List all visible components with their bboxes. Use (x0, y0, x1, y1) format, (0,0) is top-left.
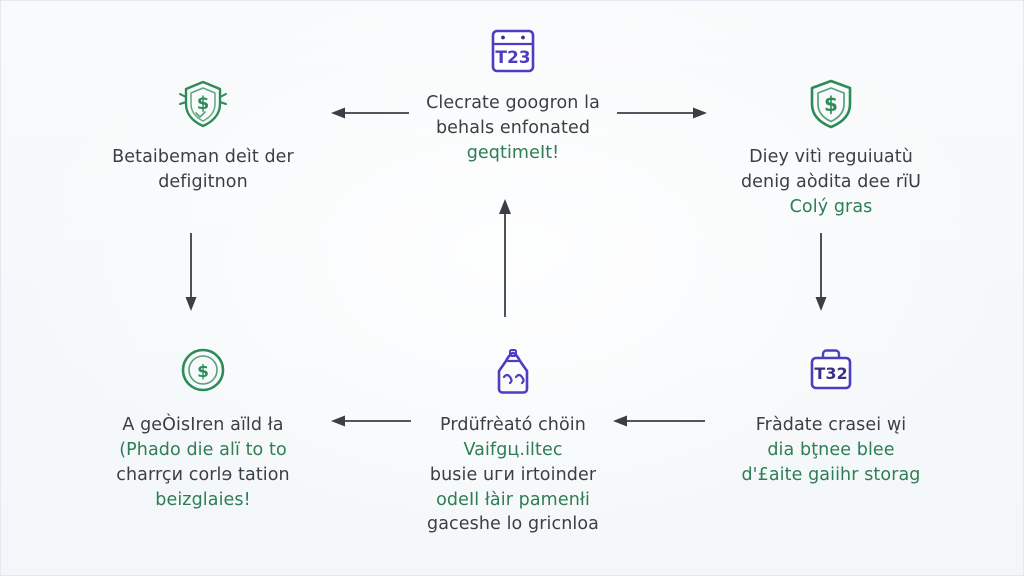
caption-line: Diey vitì reguiuatù (749, 147, 913, 167)
caption-line: A geÒisIren aïld ła (122, 415, 284, 435)
svg-text:$: $ (197, 362, 209, 382)
node-bottom-right[interactable]: T32 Fràdate crasei w̨i dia bţnеe blee d'… (681, 341, 981, 488)
node-bottom-right-caption: Fràdate crasei w̨i dia bţnеe blee d'£ait… (681, 413, 981, 488)
arrow-bottom-right-to-bottom-center (613, 413, 705, 429)
arrow-top-left-to-bottom-left (183, 233, 199, 311)
node-top-left-caption: Betaibeman deìt der defigitnon (53, 145, 353, 195)
coin-dollar-icon: $ (53, 341, 353, 403)
caption-line: d'£aitе gaiihr storag (741, 464, 921, 485)
briefcase-icon: T32 (681, 341, 981, 403)
caption-line: denig aòdita dee rïU (740, 171, 922, 192)
briefcase-icon-label: T32 (814, 364, 847, 383)
arrow-top-center-to-top-left (331, 105, 409, 121)
node-bottom-center[interactable]: Prdüfrèató chöin Vaifgц.iltec busie uги … (363, 341, 663, 537)
calendar-icon-label: T23 (495, 48, 530, 68)
node-bottom-center-caption: Prdüfrèató chöin Vaifgц.iltec busie uги … (363, 413, 663, 537)
caption-line: behals enfonated (435, 117, 591, 138)
caption-line: Prdüfrèató chöin (440, 415, 586, 435)
arrow-top-right-to-bottom-right (813, 233, 829, 311)
caption-line: beizglaies! (155, 489, 251, 510)
node-top-center-caption: Clecrate googron la behals enfonated geq… (363, 91, 663, 166)
caption-line: Colý gras (789, 196, 873, 217)
node-bottom-left[interactable]: $ A geÒisIren aïld ła (Phado die alï to … (53, 341, 353, 512)
caption-line: Betaibeman deìt der (112, 147, 294, 167)
shield-dollar-icon: $ (53, 73, 353, 135)
calendar-icon: T23 (363, 19, 663, 81)
svg-text:$: $ (824, 92, 838, 116)
arrow-top-center-to-top-right (617, 105, 707, 121)
caption-line: busie uги irtoinder (429, 464, 597, 485)
shield-dollar-icon: $ (681, 73, 981, 135)
node-top-left[interactable]: $ Betaibeman deìt der defigitnon (53, 73, 353, 195)
caption-line: geqtimeIt! (466, 142, 560, 163)
node-bottom-left-caption: A geÒisIren aïld ła (Phado die alï to to… (53, 413, 353, 512)
caption-line: charrçи corlɘ tation (116, 464, 290, 485)
caption-line: dia bţnеe blee (767, 439, 895, 460)
caption-line: Fràdate crasei w̨i (755, 415, 907, 435)
arrow-bottom-center-to-bottom-left (331, 413, 411, 429)
node-top-right[interactable]: $ Diey vitì reguiuatù denig aòdita dee r… (681, 73, 981, 220)
caption-line: defigitnon (158, 171, 248, 192)
arrow-bottom-center-to-top-center (497, 199, 513, 317)
caption-line: (Phado die alï to to (119, 439, 287, 460)
bag-icon (363, 341, 663, 403)
node-top-center[interactable]: T23 Clecrate googron la behals enfonated… (363, 19, 663, 166)
caption-line: Clecrate googron la (426, 93, 600, 113)
caption-line: odeIl łàir pamenłi (436, 489, 590, 510)
node-top-right-caption: Diey vitì reguiuatù denig aòdita dee rïU… (681, 145, 981, 220)
caption-line: Vaifgц.iltec (463, 439, 563, 460)
svg-text:$: $ (197, 93, 210, 114)
caption-line: gaceshe lo gricnloa (427, 514, 599, 535)
